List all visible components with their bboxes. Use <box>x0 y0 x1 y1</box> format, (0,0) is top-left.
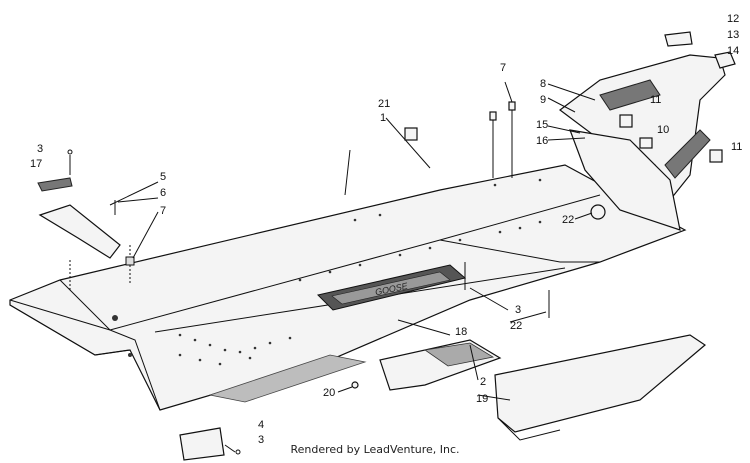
label-2: 2 <box>480 376 486 388</box>
decal-tag <box>404 127 418 141</box>
running-board <box>494 334 706 441</box>
label-19: 19 <box>476 393 488 405</box>
front-bracket <box>37 149 135 290</box>
label-3b: 3 <box>515 304 521 316</box>
label-21: 21 <box>378 98 390 110</box>
label-20: 20 <box>323 387 335 399</box>
callout-labels: 21 1 3 17 5 6 7 7 8 9 15 16 10 11 11 12 … <box>30 13 742 446</box>
label-1: 1 <box>380 112 386 124</box>
label-14: 14 <box>727 45 739 57</box>
label-22b: 22 <box>510 320 522 332</box>
tread-pattern <box>208 354 367 403</box>
label-8: 8 <box>540 78 546 90</box>
label-22a: 22 <box>562 214 574 226</box>
leader-lines <box>109 81 596 453</box>
label-16: 16 <box>536 135 548 147</box>
label-7b: 7 <box>500 62 506 74</box>
label-7: 7 <box>160 205 166 217</box>
label-9: 9 <box>540 94 546 106</box>
label-15: 15 <box>536 119 548 131</box>
label-5: 5 <box>160 171 166 183</box>
fasteners <box>351 101 550 389</box>
rear-bumper-assembly <box>559 31 736 231</box>
label-18: 18 <box>455 326 467 338</box>
small-plate <box>179 427 241 461</box>
label-6: 6 <box>160 187 166 199</box>
label-11b: 11 <box>731 141 742 153</box>
label-17: 17 <box>30 158 42 170</box>
label-10: 10 <box>657 124 669 136</box>
tunnel-badge: GOOSE <box>317 264 467 311</box>
label-12: 12 <box>727 13 739 25</box>
label-4: 4 <box>258 419 264 431</box>
footer-credit: Rendered by LeadVenture, Inc. <box>290 443 460 456</box>
label-13: 13 <box>727 29 739 41</box>
label-3: 3 <box>37 143 43 155</box>
label-11a: 11 <box>650 94 661 106</box>
deck-holes <box>112 178 542 366</box>
footrest-pad <box>379 339 502 391</box>
label-3c: 3 <box>258 434 264 446</box>
